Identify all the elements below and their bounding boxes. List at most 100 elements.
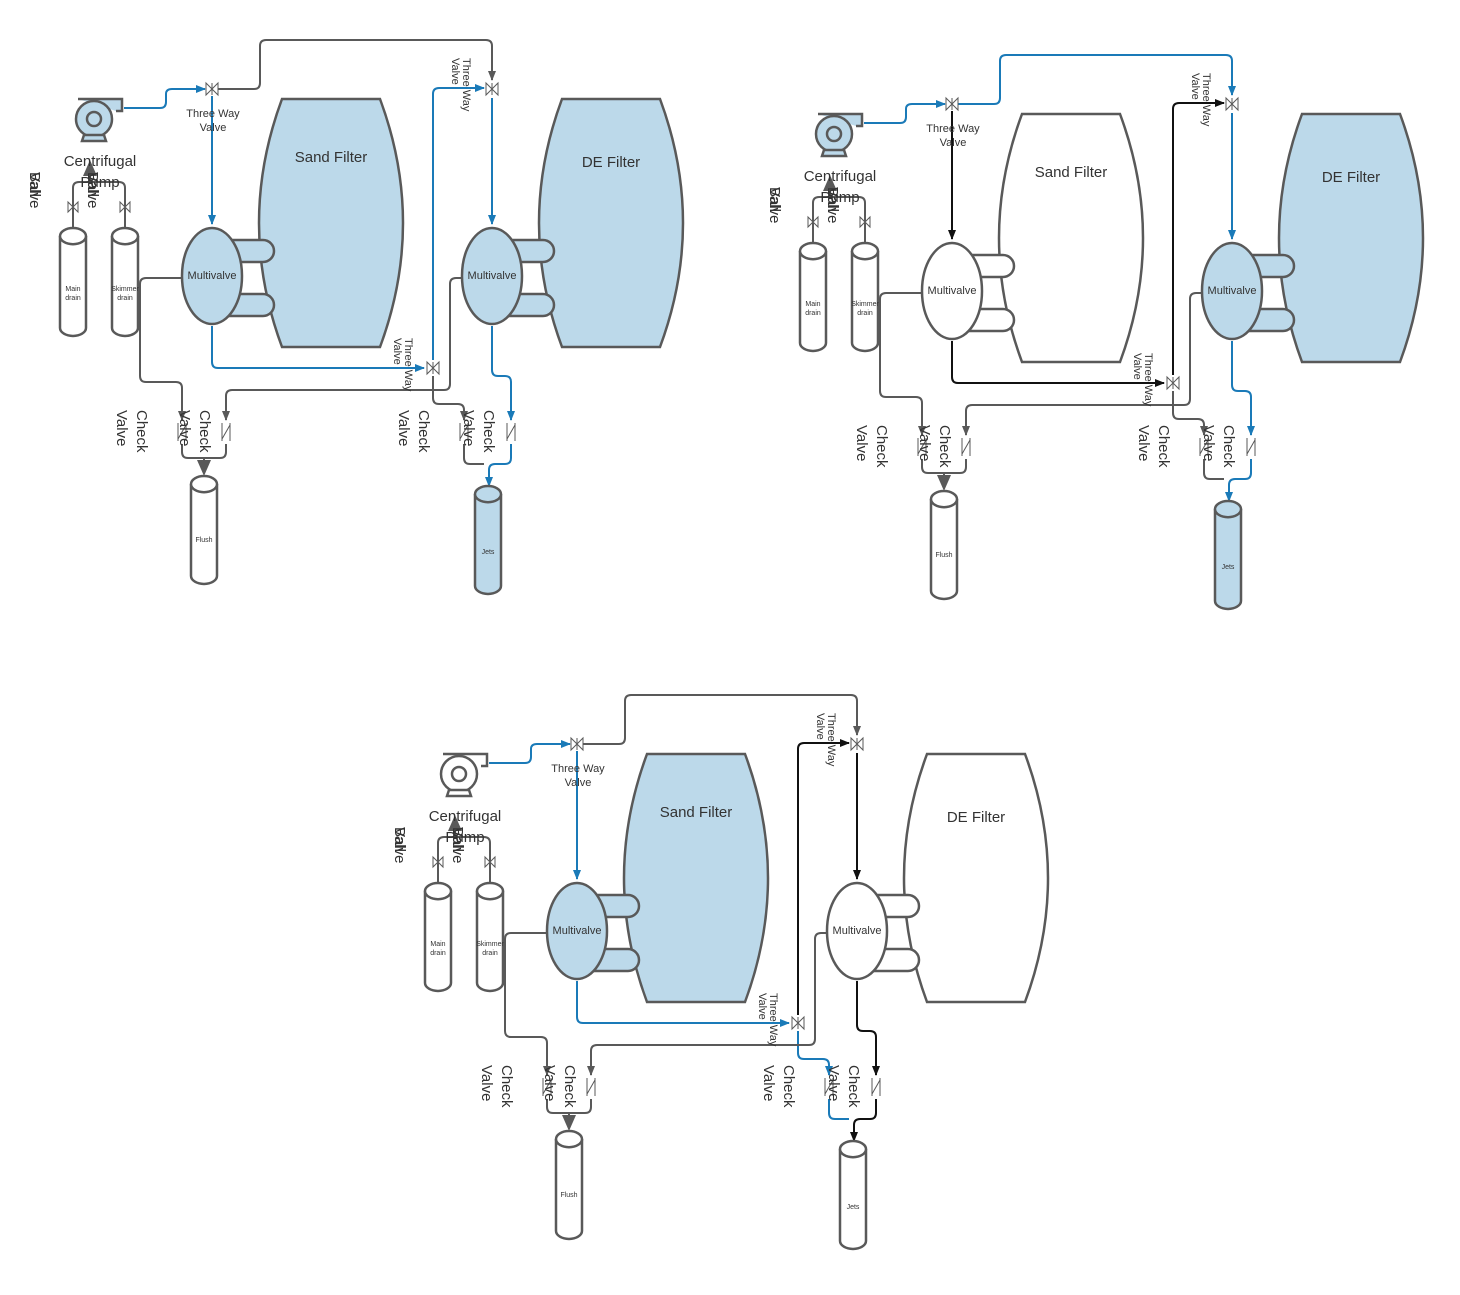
- skimmer-drain-tank: [475, 881, 505, 993]
- pipe-check-c-to-jets: [1203, 459, 1224, 480]
- main-drain-label-line2: drain: [805, 310, 821, 317]
- pipe-multivalve-de-waste-to-check-b: [962, 292, 1202, 436]
- centrifugal-pump-icon-base: [80, 133, 108, 143]
- pipe-valve1-to-valve2: [583, 694, 861, 745]
- three-way-valve-icon-3: [1166, 375, 1180, 391]
- three-way-valve-icon-3: [426, 360, 440, 376]
- jets-tank: [838, 1139, 868, 1251]
- pump-label-line1: Centrifugal: [804, 168, 877, 185]
- check-valve-a-label: CheckValve: [478, 1065, 515, 1108]
- multivalve-sand: [180, 226, 276, 326]
- check-valve-icon-c-shape: [459, 423, 469, 441]
- three-way-valve-icon-1: [945, 96, 959, 112]
- sand-filter-tank: [257, 97, 405, 349]
- flush-tank-body: [189, 484, 219, 586]
- ball-valve-left-label: BallValve: [26, 172, 43, 208]
- pipe-check-a-to-flush: [546, 1099, 576, 1131]
- check-valve-icon-a: [542, 1078, 552, 1096]
- flush-label: Flush: [560, 1192, 577, 1199]
- ball-valve-right-label-line1: Ball: [449, 827, 466, 852]
- ball-valve-right-label-line2: Valve: [449, 827, 466, 863]
- check-valve-d-label-line2: Valve: [1200, 425, 1217, 461]
- pipe-pump-to-valve1: [124, 85, 206, 109]
- check-valve-icon-d: [1246, 438, 1256, 456]
- check-valve-icon-b: [961, 438, 971, 456]
- skimmer-drain-tank-body: [110, 236, 140, 338]
- three-way-valve-3-label-line2: Valve: [1131, 353, 1143, 380]
- main-drain-tank-top: [423, 881, 453, 901]
- centrifugal-pump-icon-base: [445, 788, 473, 798]
- check-valve-icon-a-shape: [542, 1078, 552, 1096]
- three-way-valve-icon-1: [570, 736, 584, 752]
- main-drain-label-line2: drain: [65, 295, 81, 302]
- ball-valve-icon-main: [807, 215, 819, 229]
- multivalve-de-body: [825, 881, 889, 981]
- multivalve-de-body: [1200, 241, 1264, 341]
- check-valve-icon-a: [917, 438, 927, 456]
- check-valve-c-label-line1: Check: [415, 410, 432, 453]
- check-valve-a-label-line2: Valve: [113, 410, 130, 446]
- three-way-valve-3-label-line2: Valve: [391, 338, 403, 365]
- check-valve-icon-c-shape: [824, 1078, 834, 1096]
- main-drain-tank-body: [423, 891, 453, 993]
- pipe-valve3-to-check-c: [797, 1031, 833, 1076]
- three-way-valve-3-label-line1: Three Way: [767, 993, 779, 1047]
- three-way-valve-icon-2: [850, 736, 864, 752]
- check-valve-icon-b-shape: [586, 1078, 596, 1096]
- check-valve-c-label-wrap: CheckValve: [760, 1065, 797, 1108]
- check-valve-b-label: CheckValve: [176, 410, 213, 453]
- ball-valve-left-label-line1: Ball: [391, 827, 408, 852]
- centrifugal-pump-icon-impeller: [85, 110, 103, 128]
- pipe-multivalve-sand-waste-to-check-a: [879, 292, 926, 436]
- check-valve-b-label-line1: Check: [561, 1065, 578, 1108]
- flush-tank: [189, 474, 219, 586]
- ball-valve-icon-skimmer: [859, 215, 871, 229]
- check-valve-icon-b: [586, 1078, 596, 1096]
- flush-tank-body: [554, 1139, 584, 1241]
- pipe-multivalve-de-to-check-d: [856, 981, 880, 1076]
- check-valve-c-label: CheckValve: [395, 410, 432, 453]
- three-way-valve-2-label: Three WayValve: [814, 713, 837, 767]
- ball-valve-right-label-line1: Ball: [84, 172, 101, 197]
- main-drain-tank: [798, 241, 828, 353]
- jets-tank: [473, 484, 503, 596]
- skimmer-drain-label-line1: Skimmer: [111, 286, 139, 293]
- check-valve-d-label-wrap: CheckValve: [1200, 425, 1237, 468]
- pipe-valve3-to-check-c: [432, 376, 468, 421]
- centrifugal-pump-icon-volute: [814, 114, 854, 154]
- three-way-valve-2-label-line2: Valve: [449, 58, 461, 85]
- three-way-valve-2-label-line1: Three Way: [825, 713, 837, 767]
- pipe-check-a-to-flush: [921, 459, 951, 491]
- check-valve-icon-a-shape: [917, 438, 927, 456]
- pipe-multivalve-de-to-check-d: [1231, 341, 1255, 436]
- multivalve-sand-body: [180, 226, 244, 326]
- pipe-main-drain-to-pump: [812, 175, 837, 243]
- three-way-valve-2-label: Three WayValve: [449, 58, 472, 112]
- jets-tank-top: [1213, 499, 1243, 519]
- three-way-valve-1-label-line1: Three Way: [926, 123, 980, 135]
- pipe-check-c-to-jets: [828, 1099, 849, 1120]
- ball-valve-right-label-wrap: BallValve: [824, 187, 841, 223]
- three-way-valve-3-label-wrap: Three WayValve: [1131, 353, 1154, 407]
- skimmer-drain-tank-top: [850, 241, 880, 261]
- check-valve-a-label-line1: Check: [873, 425, 890, 468]
- main-drain-tank-body: [798, 251, 828, 353]
- centrifugal-pump-icon-volute: [74, 99, 114, 139]
- ball-valve-left-label-line2: Valve: [26, 172, 43, 208]
- check-valve-d-label-line1: Check: [1220, 425, 1237, 468]
- de-filter-tank: [902, 752, 1050, 1004]
- sand-filter-tank: [997, 112, 1145, 364]
- flush-tank-top: [554, 1129, 584, 1149]
- jets-label: Jets: [482, 549, 495, 556]
- flush-tank-top: [189, 474, 219, 494]
- check-valve-icon-d-shape: [871, 1078, 881, 1096]
- check-valve-d-label-line1: Check: [845, 1065, 862, 1108]
- pipe-check-b-to-flush: [944, 459, 967, 474]
- check-valve-icon-c: [1199, 438, 1209, 456]
- skimmer-drain-tank-body: [850, 251, 880, 353]
- pipe-pump-to-valve1: [864, 100, 946, 124]
